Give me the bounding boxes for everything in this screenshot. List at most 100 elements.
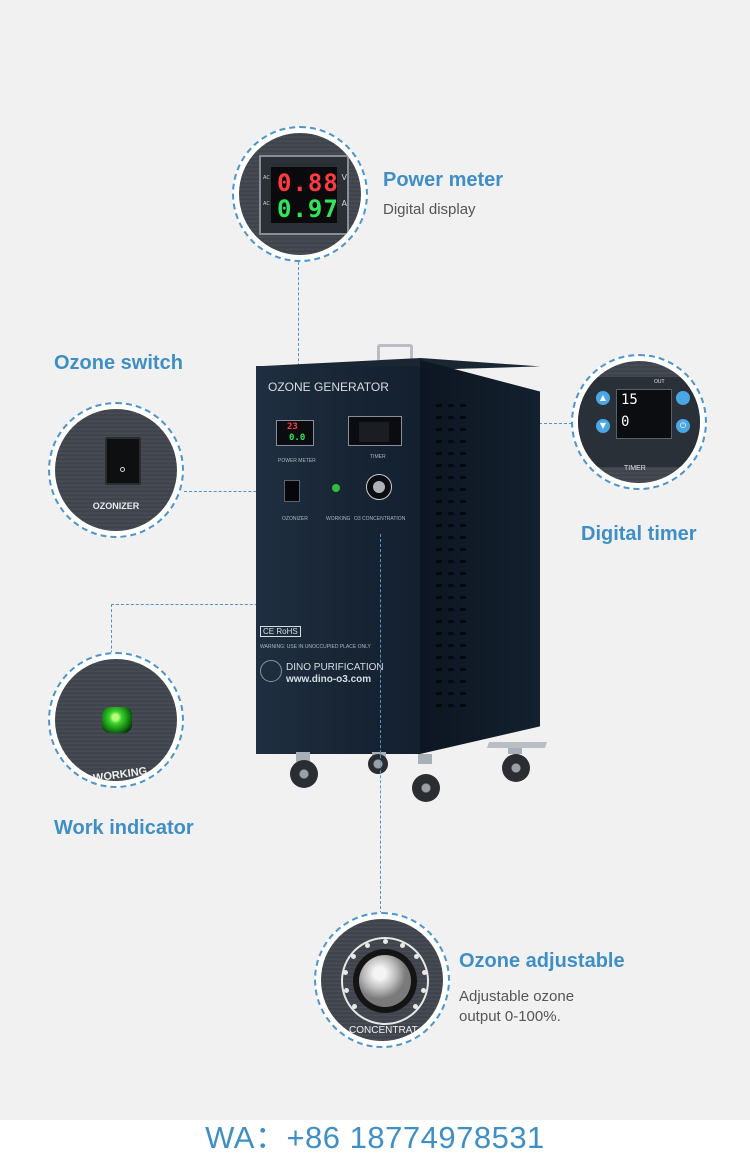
ozone-adjustable-title: Ozone adjustable [459, 950, 625, 972]
vent-slot [460, 584, 466, 587]
ac-label-bottom: AC [263, 201, 270, 207]
brand-label: OZONE GENERATOR [268, 380, 389, 394]
vent-slot [448, 680, 454, 683]
knob-tick [364, 942, 370, 948]
timer-panel: OUT 15 0 ▲ ▼ ⏻ [578, 377, 700, 467]
vent-slot [448, 584, 454, 587]
vent-slot [460, 464, 466, 467]
vent-slot [448, 632, 454, 635]
machine-meter-bottom: 0.0 [289, 433, 306, 443]
vent-slot [460, 500, 466, 503]
ozone-adjustable-desc: Adjustable ozone output 0-100%. [459, 988, 575, 1025]
vent-slot [448, 452, 454, 455]
wheel-rear [368, 754, 388, 774]
cabinet-side [420, 360, 540, 754]
knob-tick [413, 1004, 419, 1010]
work-indicator-closeup: WORKING [48, 652, 184, 788]
knob-tick [343, 970, 349, 976]
vent-slot [448, 500, 454, 503]
vent-slot [460, 488, 466, 491]
knob-tick [421, 988, 427, 994]
vent-slot [460, 416, 466, 419]
vent-slot [436, 464, 442, 467]
vent-slot [436, 596, 442, 599]
vent-slot [436, 476, 442, 479]
vent-slot [460, 476, 466, 479]
down-arrow-icon: ▼ [596, 419, 610, 433]
vent-slot [436, 584, 442, 587]
contact-footer: WA：+86 18774978531 [0, 1120, 750, 1157]
vent-slot [448, 656, 454, 659]
vent-slot [448, 560, 454, 563]
vent-slot [436, 620, 442, 623]
vent-slot [460, 404, 466, 407]
product-canvas: 0.88 0.97 AC AC V A Power meter Digital … [48, 126, 707, 1048]
amp-unit: A [341, 199, 347, 208]
power-meter-leader [298, 262, 299, 422]
power-meter-label: POWER METER [278, 458, 316, 464]
machine-knob-cap [373, 481, 385, 493]
machine-ozonizer-label: OZONIZER [282, 516, 308, 522]
machine-timer-label: TIMER [370, 454, 386, 460]
vent-slot [436, 416, 442, 419]
vent-slot [460, 704, 466, 707]
machine-knob [366, 474, 392, 500]
cabinet-front: OZONE GENERATOR 23 0.0 POWER METER TIMER… [256, 366, 420, 754]
vent-slot [436, 548, 442, 551]
vent-slot [448, 512, 454, 515]
vent-slot [460, 512, 466, 515]
vent-slot [436, 560, 442, 563]
company-website: www.dino-o3.com [286, 674, 372, 685]
rocker-switch [105, 437, 141, 485]
vent-slot [460, 644, 466, 647]
vent-slot [460, 680, 466, 683]
digital-timer-closeup: OUT 15 0 ▲ ▼ ⏻ TIMER [571, 354, 707, 490]
ce-mark: CE RoHS [260, 626, 301, 637]
vent-slot [460, 656, 466, 659]
knob-tick [414, 953, 420, 959]
ozone-switch-title: Ozone switch [54, 352, 183, 374]
knob-tick [351, 1004, 357, 1010]
vent-slot [448, 668, 454, 671]
machine-switch [284, 480, 300, 502]
power-meter-title: Power meter [383, 169, 504, 191]
machine-meter-top: 23 [287, 422, 298, 432]
ozone-knob-closeup: CONCENTRAT [314, 912, 450, 1048]
vent-slot [436, 524, 442, 527]
vent-slot [460, 560, 466, 563]
knob-tick [350, 953, 356, 959]
vent-slot [448, 440, 454, 443]
concentration-label: CONCENTRAT [349, 1025, 418, 1036]
vent-slot [436, 680, 442, 683]
vent-slot [436, 656, 442, 659]
vent-slot [448, 416, 454, 419]
vent-slot [460, 692, 466, 695]
warning-label: WARNING: USE IN UNOCCUPIED PLACE ONLY [260, 644, 371, 650]
set-icon [676, 391, 690, 405]
current-reading: 0.97 [277, 195, 339, 223]
ozone-switch-leader [184, 491, 286, 492]
caster-mount-back-right [508, 744, 522, 754]
voltage-reading: 0.88 [277, 169, 339, 197]
vent-slot [448, 524, 454, 527]
vent-slot [436, 668, 442, 671]
work-indicator-leader-h [111, 604, 337, 605]
vent-slot [436, 632, 442, 635]
vent-slot [460, 452, 466, 455]
ozone-switch-closeup: OZONIZER [48, 402, 184, 538]
vent-slot [436, 512, 442, 515]
vent-slot [436, 404, 442, 407]
machine-led-icon [332, 484, 340, 492]
timer-out-label: OUT [654, 379, 665, 385]
green-led-icon [102, 707, 132, 733]
vent-slot [436, 428, 442, 431]
working-label: WORKING [92, 765, 148, 781]
volt-unit: V [341, 173, 347, 182]
vent-slot [460, 548, 466, 551]
vent-slot [436, 440, 442, 443]
vent-slot [448, 608, 454, 611]
vent-slot [448, 476, 454, 479]
vent-slot [448, 428, 454, 431]
vent-slot [460, 428, 466, 431]
vent-slot [448, 692, 454, 695]
